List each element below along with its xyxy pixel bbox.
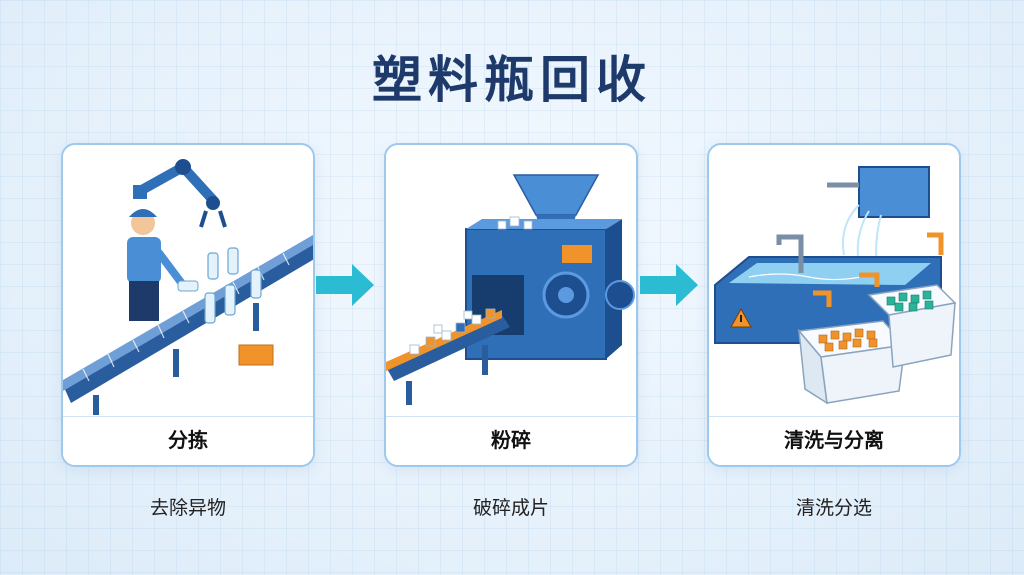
page-title: 塑料瓶回收	[372, 51, 652, 109]
step-desc-sorting: 去除异物	[149, 497, 226, 519]
step-card-sorting: 分拣	[61, 143, 315, 467]
shredder-illustration	[386, 174, 635, 405]
step-desc-washing: 清洗分选	[795, 497, 872, 519]
step-card-washing: 清洗与分离	[707, 143, 961, 467]
step-label-shredding: 粉碎	[386, 416, 636, 465]
washing-illustration	[714, 166, 957, 405]
sorting-illustration	[63, 159, 313, 415]
step-card-shredding: 粉碎	[384, 143, 638, 467]
step-label-washing: 清洗与分离	[709, 416, 959, 465]
step-label-sorting: 分拣	[63, 416, 313, 465]
arrow-right-icon	[640, 264, 698, 306]
step-desc-shredding: 破碎成片	[472, 497, 549, 519]
arrow-right-icon	[316, 264, 374, 306]
